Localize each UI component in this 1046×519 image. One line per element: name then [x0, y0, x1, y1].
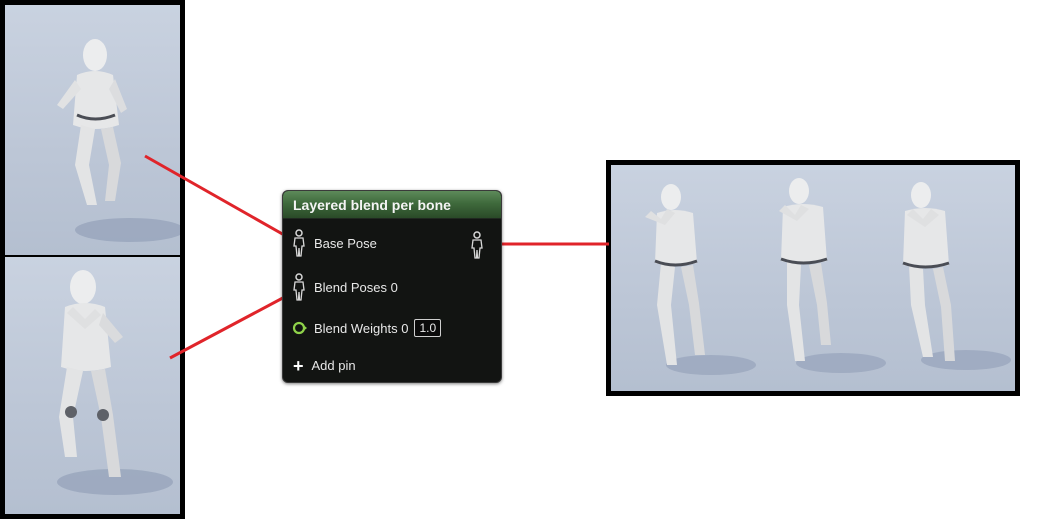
add-pin-label: Add pin: [311, 358, 356, 373]
blend-weights-label: Blend Weights 0: [314, 320, 409, 336]
three-mannequin-figures: [645, 178, 1011, 375]
mannequin-pose-icon[interactable]: [291, 273, 307, 301]
add-pin-button[interactable]: + Add pin: [291, 355, 356, 376]
blend-weights-value-input[interactable]: 1.0: [414, 319, 442, 337]
blend-weights-pin-row[interactable]: Blend Weights 0 1.0: [291, 319, 442, 337]
base-pose-image: [5, 5, 180, 255]
blend-pose-image: [5, 257, 180, 514]
base-pose-connector: [144, 154, 294, 242]
mannequin-pose-icon[interactable]: [291, 229, 307, 257]
plus-icon[interactable]: +: [293, 355, 304, 376]
boxing-mannequin-figure: [57, 270, 173, 495]
blend-poses-label: Blend Poses 0: [314, 279, 398, 295]
node-title: Layered blend per bone: [293, 196, 451, 213]
node-header[interactable]: Layered blend per bone: [283, 191, 501, 219]
result-image: [611, 165, 1015, 391]
layered-blend-per-bone-node[interactable]: Layered blend per bone Base Pose Blend P…: [282, 190, 502, 383]
float-pin-icon[interactable]: [292, 321, 308, 335]
blend-pose-connector: [169, 290, 295, 360]
float-pin-ring: [292, 321, 306, 335]
float-pin-arrow: [304, 325, 307, 331]
result-image-frame: [606, 160, 1020, 396]
output-pose-icon[interactable]: [469, 231, 485, 259]
blend-poses-pin-row[interactable]: Blend Poses 0: [291, 273, 398, 301]
running-mannequin-figure: [57, 39, 180, 242]
base-pose-pin-row[interactable]: Base Pose: [291, 229, 377, 257]
base-pose-label: Base Pose: [314, 235, 377, 251]
left-images-frame: [0, 0, 185, 519]
